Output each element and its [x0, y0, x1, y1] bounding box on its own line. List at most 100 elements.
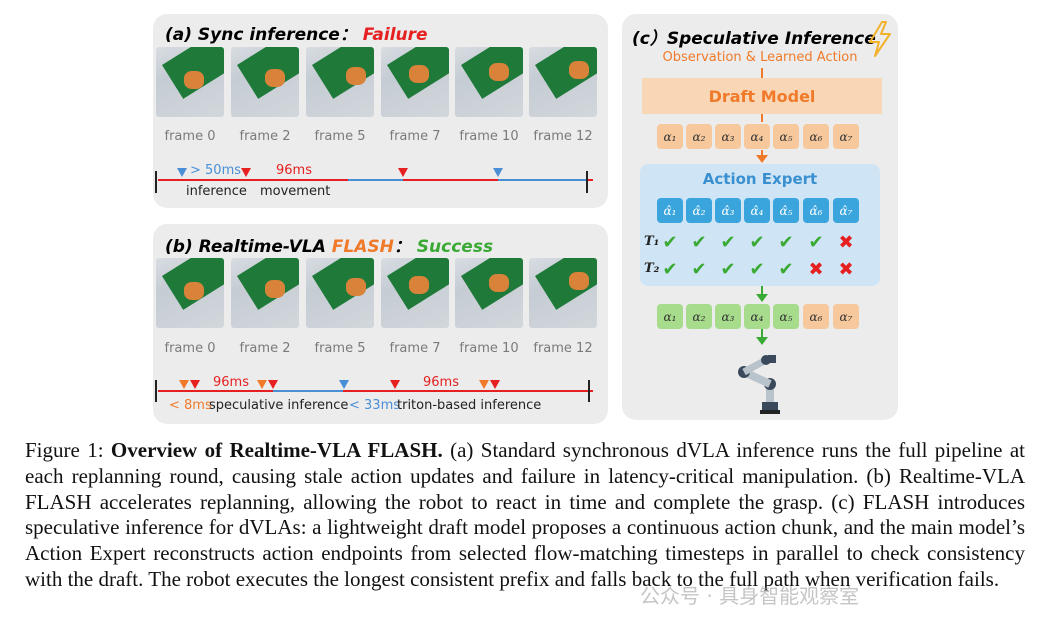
frame-label: frame 7 — [389, 129, 441, 144]
frame-image — [381, 258, 449, 328]
arrow-output-robot-head — [756, 337, 768, 345]
timeline-a-blue-1 — [348, 179, 403, 181]
panel-b-method: FLASH — [331, 237, 394, 257]
check-icon: ✔ — [778, 259, 794, 280]
object-icon — [346, 278, 366, 296]
triton-time-b: < 33ms — [349, 398, 401, 413]
movement-label-a: movement — [260, 184, 331, 199]
marker-b-4 — [268, 380, 278, 389]
draft-model-label: Draft Model — [708, 86, 816, 106]
marker-a-2 — [241, 168, 251, 177]
action-token: α₂ — [686, 124, 712, 149]
marker-b-3 — [257, 380, 267, 389]
spec-time-b: < 8ms — [169, 398, 212, 413]
triton-label-b: triton-based inference — [397, 398, 542, 413]
action-token: α₃ — [715, 124, 741, 149]
check-icon: ✔ — [778, 232, 794, 253]
caption-prefix: Figure 1: — [25, 438, 111, 462]
panel-a-colon: ： — [339, 25, 357, 45]
object-icon — [346, 67, 366, 85]
frame-label: frame 2 — [239, 129, 291, 144]
frame-label: frame 0 — [164, 341, 216, 356]
action-token: α̂₇ — [833, 198, 859, 223]
panel-b-status: Success — [416, 237, 494, 257]
frame-image — [529, 258, 597, 328]
frame-image — [306, 258, 374, 328]
check-icon: ✔ — [662, 232, 678, 253]
timestep-label: T₁ — [644, 234, 660, 249]
timeline-b-end — [588, 380, 590, 402]
arrow-output-robot — [761, 328, 763, 342]
panel-c-subtitle: Observation & Learned Action — [662, 50, 858, 65]
marker-b-1 — [179, 380, 189, 389]
frame-image — [156, 258, 224, 328]
object-icon — [489, 63, 509, 81]
panel-a-title: (a) Sync inference： Failure — [165, 20, 428, 45]
object-icon — [184, 71, 204, 89]
spec-label-b: speculative inference — [209, 398, 349, 413]
action-token: α̂₅ — [773, 198, 799, 223]
inference-label-a: inference — [186, 184, 247, 199]
frame-label: frame 12 — [533, 129, 593, 144]
action-token: α̂₆ — [803, 198, 829, 223]
watermark: 公众号 · 具身智能观察室 — [640, 584, 860, 608]
caption-bold: Overview of Realtime-VLA FLASH. — [110, 438, 443, 462]
panel-b-label: (b) Realtime-VLA — [165, 237, 326, 257]
action-token: α₅ — [773, 124, 799, 149]
caption-body: (a) Standard synchronous dVLA inference … — [25, 438, 1025, 591]
timeline-b-blue — [273, 390, 343, 392]
cross-icon: ✖ — [808, 259, 824, 280]
marker-b-8 — [490, 380, 500, 389]
timeline-b-red — [158, 390, 593, 392]
object-icon — [265, 69, 285, 87]
action-token: α̂₄ — [744, 198, 770, 223]
frame-label: frame 2 — [239, 341, 291, 356]
timeline-a-start — [155, 171, 169, 193]
object-icon — [489, 274, 509, 292]
object-icon — [569, 272, 589, 290]
figure-caption: Figure 1: Overview of Realtime-VLA FLASH… — [25, 438, 1025, 593]
timeline-a-end — [586, 171, 588, 193]
action-token: α₁ — [657, 304, 683, 329]
timeline-b-start — [155, 380, 169, 402]
check-icon: ✔ — [808, 232, 824, 253]
action-token: α₇ — [833, 124, 859, 149]
marker-b-2 — [190, 380, 200, 389]
frame-image — [455, 258, 523, 328]
frame-label: frame 7 — [389, 341, 441, 356]
panel-c-title: (c）Speculative Inference — [632, 29, 876, 49]
timeline-a-blue-2 — [498, 179, 588, 181]
object-icon — [265, 280, 285, 298]
action-token: α̂₂ — [686, 198, 712, 223]
marker-b-7 — [479, 380, 489, 389]
action-token: α̂₁ — [657, 198, 683, 223]
cross-icon: ✖ — [838, 259, 854, 280]
check-icon: ✔ — [691, 232, 707, 253]
panel-b-title: (b) Realtime-VLA FLASH： Success — [165, 232, 493, 257]
action-token: α₆ — [803, 124, 829, 149]
frame-label: frame 5 — [314, 341, 366, 356]
arrow-expert-output-head — [756, 294, 768, 302]
movement-time-b-1: 96ms — [213, 375, 249, 390]
inference-time-a: > 50ms — [190, 163, 242, 178]
arrow-tokens-expert-head — [756, 155, 768, 163]
action-token: α₄ — [744, 124, 770, 149]
arrow-obs-draft — [761, 68, 763, 78]
check-icon: ✔ — [662, 259, 678, 280]
movement-time-b-2: 96ms — [423, 375, 459, 390]
frame-image — [156, 47, 224, 117]
action-token: α₇ — [833, 304, 859, 329]
action-token: α₃ — [715, 304, 741, 329]
check-icon: ✔ — [720, 259, 736, 280]
draft-model-box: Draft Model — [642, 78, 882, 114]
action-expert-label: Action Expert — [702, 170, 818, 188]
cross-icon: ✖ — [838, 232, 854, 253]
object-icon — [184, 282, 204, 300]
action-expert-box: Action Expert — [640, 164, 880, 286]
action-token: α₅ — [773, 304, 799, 329]
check-icon: ✔ — [749, 259, 765, 280]
object-icon — [409, 65, 429, 83]
marker-a-1 — [177, 168, 187, 177]
frame-label: frame 10 — [459, 341, 519, 356]
